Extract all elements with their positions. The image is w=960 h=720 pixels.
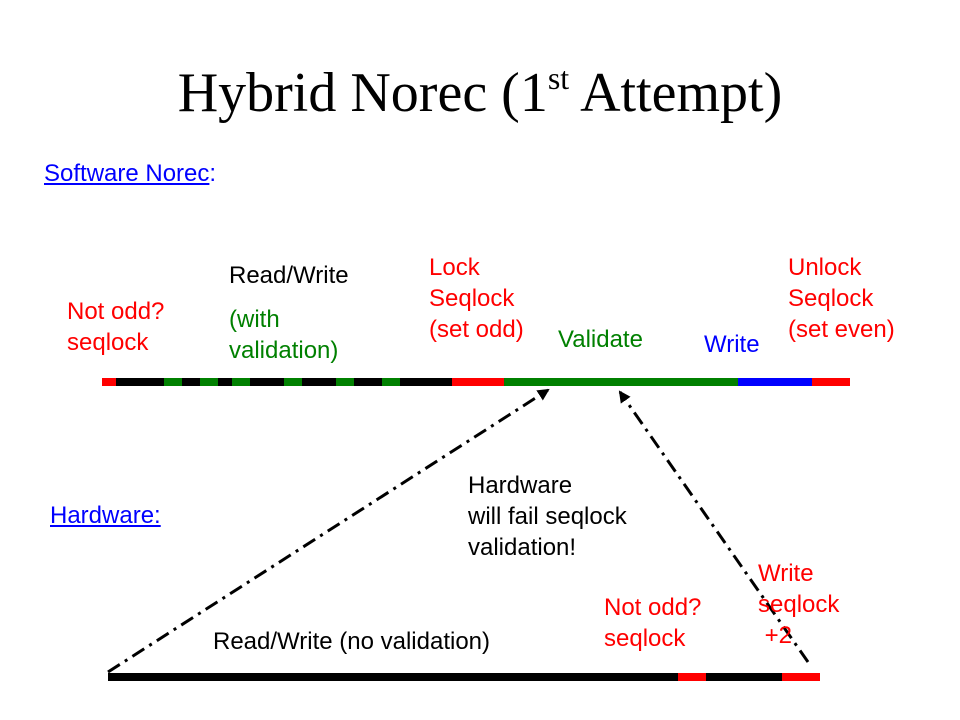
title-main: Hybrid Norec (1: [177, 62, 548, 124]
software-norec-colon: :: [209, 160, 217, 187]
sw-unlock-label: Unlock Seqlock (set even): [788, 254, 895, 343]
hw-note-label: Hardware will fail seqlock validation!: [468, 472, 627, 561]
title-tail: Attempt): [569, 62, 783, 124]
sw-lock-label: Lock Seqlock (set odd): [429, 254, 524, 343]
title-superscript: st: [547, 60, 570, 96]
hw-write-seqlock-label: Write seqlock +2: [758, 560, 840, 649]
hw-read-write-label: Read/Write (no validation): [213, 628, 491, 655]
software-norec-link[interactable]: Software Norec: [44, 160, 210, 187]
sw-write-label: Write: [704, 331, 760, 358]
slide-title: Hybrid Norec (1st Attempt): [0, 58, 960, 128]
hardware-link[interactable]: Hardware:: [50, 502, 161, 529]
sw-not-odd-label: Not odd? seqlock: [67, 298, 165, 356]
arrow-hw-write-to-validate: [618, 390, 810, 663]
sw-read-write-label: Read/Write: [229, 262, 349, 289]
software-norec-heading: Software Norec:: [44, 158, 216, 189]
hw-not-odd-label: Not odd? seqlock: [604, 594, 702, 652]
sw-validate-label: Validate: [558, 326, 643, 353]
sw-with-validation-label: (with validation): [229, 306, 339, 364]
arrow-hw-start-to-validate: [107, 388, 550, 674]
